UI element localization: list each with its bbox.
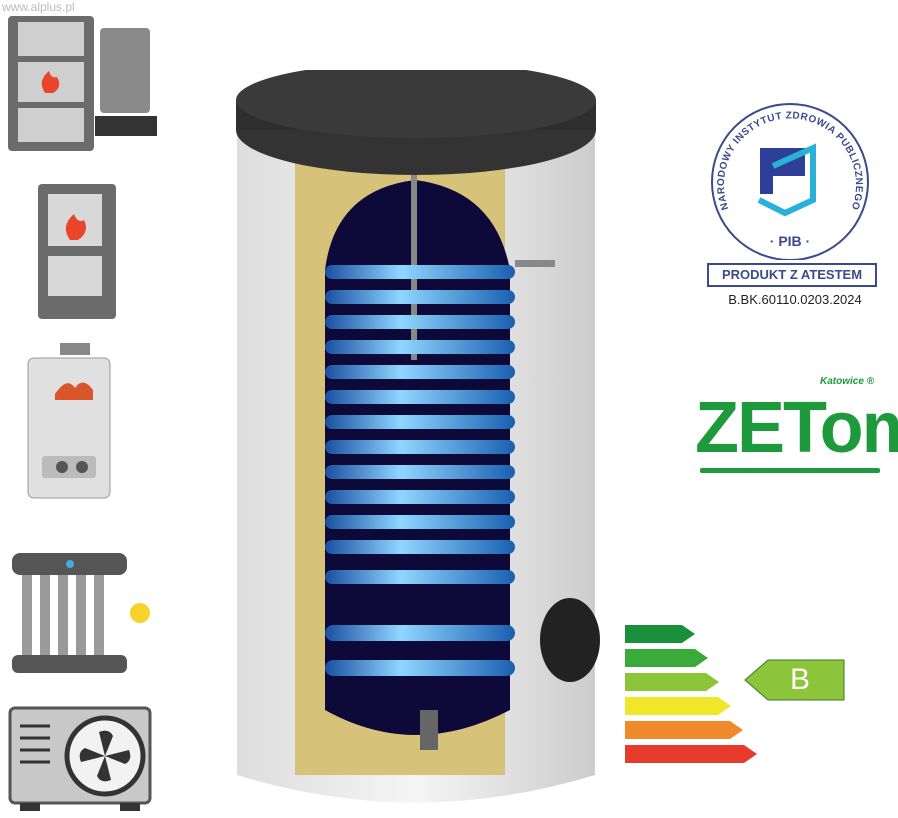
- brand-registered-mark: ®: [866, 376, 875, 387]
- pib-text: · PIB ·: [770, 233, 810, 249]
- solar-collector-icon: [12, 553, 150, 673]
- solid-fuel-boiler-icon: [8, 16, 157, 151]
- brand-underline: [700, 468, 880, 473]
- heat-pump-icon: [8, 706, 152, 811]
- watermark: www.alplus.pl: [2, 0, 75, 14]
- certificate-code: B.BK.60110.0203.2024: [728, 292, 862, 307]
- energy-bar-b: [625, 649, 708, 667]
- energy-bar-f: [625, 745, 757, 763]
- gas-boiler-icon: [27, 343, 111, 499]
- atest-label: PRODUKT Z ATESTEM: [707, 263, 877, 287]
- energy-class-value: B: [790, 663, 811, 696]
- energy-bar-e: [625, 721, 743, 739]
- brand-city: Katowice ®: [820, 376, 874, 388]
- water-heater-cutaway-image: [236, 70, 600, 803]
- energy-bar-d: [625, 697, 731, 715]
- fireplace-icon: [38, 184, 116, 319]
- energy-label: [625, 625, 845, 763]
- energy-bar-c: [625, 673, 719, 691]
- energy-class-arrow: [744, 659, 845, 701]
- heat-sources-icons: [8, 16, 157, 811]
- brand-city-text: Katowice: [820, 376, 864, 387]
- brand-logo: ZETom: [695, 388, 898, 468]
- energy-bar-a: [625, 625, 695, 643]
- pzh-certificate-seal: NARODOWY INSTYTUT ZDROWIA PUBLICZNEGO · …: [711, 103, 869, 260]
- heating-coil: [325, 265, 515, 676]
